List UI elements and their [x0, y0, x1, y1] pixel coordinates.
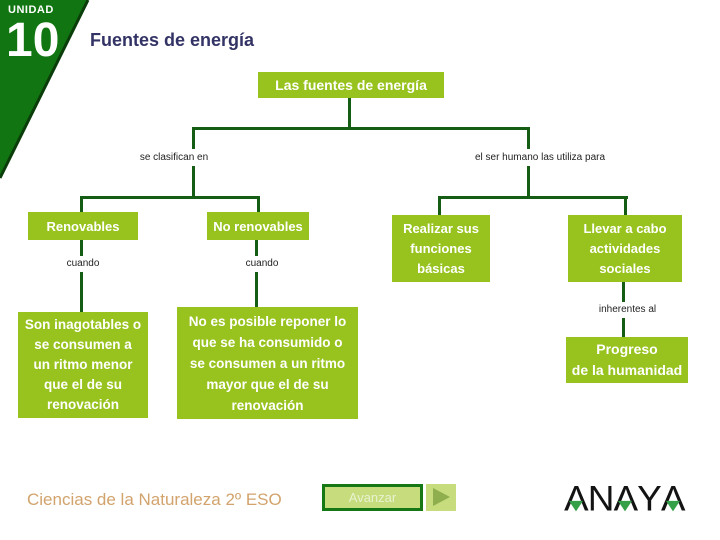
connector-line [80, 196, 83, 214]
logo-letter: Λ [661, 481, 686, 516]
advance-button[interactable]: Avanzar [322, 484, 423, 511]
logo-letter: Λ [564, 481, 589, 516]
advance-arrow-button[interactable] [426, 484, 456, 511]
node-progress-of-humanity: Progreso de la humanidad [566, 337, 688, 383]
node-root: Las fuentes de energía [258, 72, 444, 98]
logo-letter-glyph: N [587, 479, 615, 518]
node-renewables: Renovables [28, 212, 138, 240]
connector-line [624, 196, 627, 215]
logo-triangle-icon [665, 500, 680, 512]
anaya-logo: Λ N Λ Y Λ [564, 481, 686, 516]
connector-line [255, 240, 258, 256]
label-inherentes-al: inherentes al [598, 304, 657, 315]
connector-line [348, 98, 351, 129]
connector-line [80, 196, 260, 199]
unit-kicker: UNIDAD [8, 4, 54, 16]
connector-line [622, 282, 625, 302]
connector-line [192, 127, 530, 130]
node-non-renewables: No renovables [207, 212, 309, 240]
node-non-renewables-description: No es posible reponer lo que se ha consu… [177, 307, 358, 419]
logo-triangle-icon [568, 500, 583, 512]
connector-line [257, 196, 260, 214]
branch-label-left: se clasifican en [139, 152, 209, 163]
connector-line [438, 196, 441, 215]
branch-label-right: el ser humano las utiliza para [474, 152, 606, 163]
logo-letter: N [588, 481, 615, 516]
logo-letter-glyph: Λ [613, 479, 638, 518]
label-cuando-right: cuando [245, 258, 279, 269]
label-cuando-left: cuando [66, 258, 100, 269]
course-title: Ciencias de la Naturaleza 2º ESO [27, 490, 282, 509]
unit-number: 10 [6, 14, 60, 67]
connector-line [192, 166, 195, 199]
page-title: Fuentes de energía [90, 30, 255, 50]
node-basic-functions: Realizar sus funciones básicas [392, 215, 490, 282]
connector-line [80, 272, 83, 312]
connector-line [192, 127, 195, 149]
node-social-activities: Llevar a cabo actividades sociales [568, 215, 682, 282]
logo-letter-glyph: Λ [660, 479, 686, 518]
logo-letter: Y [637, 481, 662, 516]
node-renewables-description: Son inagotables o se consumen a un ritmo… [18, 312, 148, 418]
logo-triangle-icon [618, 500, 633, 512]
play-arrow-icon [433, 488, 450, 506]
logo-letter-glyph: Λ [564, 479, 589, 518]
unit-triangle [0, 0, 90, 179]
connector-line [622, 318, 625, 337]
logo-letter-glyph: Y [637, 479, 662, 518]
logo-letter: Λ [613, 481, 638, 516]
connector-line [80, 240, 83, 256]
connector-line [438, 196, 628, 199]
connector-line [255, 272, 258, 307]
connector-line [527, 166, 530, 199]
connector-line [527, 127, 530, 149]
